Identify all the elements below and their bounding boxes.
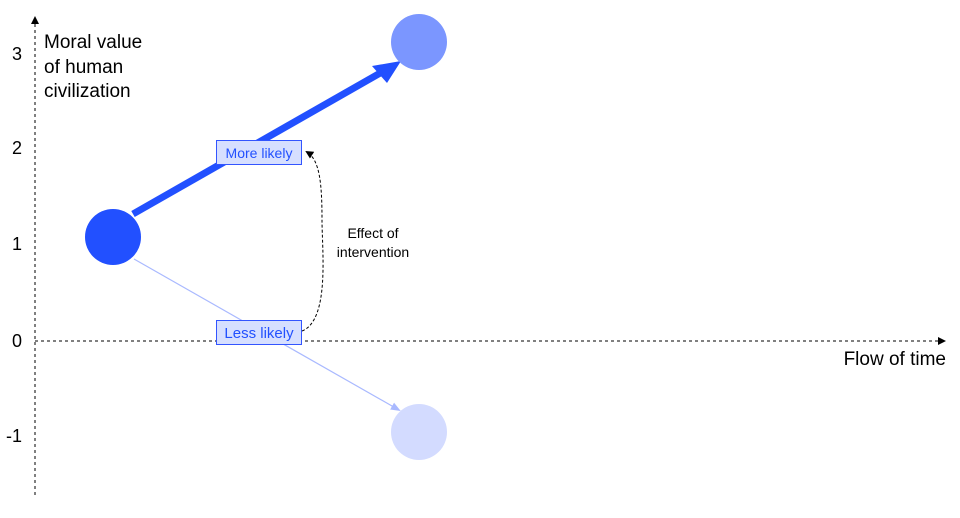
y-tick-neg1: -1 xyxy=(6,426,22,446)
more-likely-label: More likely xyxy=(216,140,302,165)
less-likely-label: Less likely xyxy=(216,320,302,345)
x-axis-label: Flow of time xyxy=(844,349,946,370)
y-tick-0: 0 xyxy=(12,331,22,351)
present-node xyxy=(85,209,141,265)
y-axis-label-line2: of human xyxy=(44,57,123,78)
good-future-node xyxy=(391,14,447,70)
thick-arrowhead xyxy=(372,61,401,83)
y-tick-2: 2 xyxy=(12,138,22,158)
more-likely-text: More likely xyxy=(226,145,293,161)
effect-label-line1: Effect of xyxy=(347,225,398,241)
intervention-arrow xyxy=(301,150,324,332)
y-tick-1: 1 xyxy=(12,234,22,254)
bad-future-node xyxy=(391,404,447,460)
effect-label-line2: intervention xyxy=(337,244,409,260)
y-axis-label-line1: Moral value xyxy=(44,32,142,53)
y-tick-3: 3 xyxy=(12,44,22,64)
less-likely-text: Less likely xyxy=(224,325,294,342)
y-axis-label-line3: civilization xyxy=(44,81,131,102)
